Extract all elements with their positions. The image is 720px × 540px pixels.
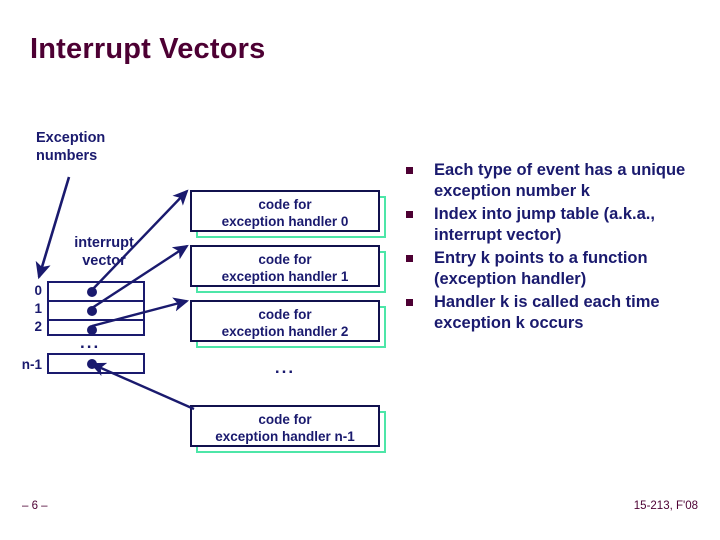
vector-index-2: 2: [34, 319, 42, 334]
handler-code-line2: exception handler n-1: [215, 429, 355, 444]
handler-code-line2: exception handler 1: [221, 269, 349, 284]
bullet-item: Each type of event has a unique exceptio…: [404, 160, 716, 202]
square-bullet-icon: [406, 255, 413, 262]
vector-index-n-minus-1: n-1: [21, 357, 42, 372]
handler-code-line2: exception handler 0: [221, 214, 349, 229]
interrupt-vector-label: interrupt vector: [74, 235, 134, 269]
handler-code-label-n-minus-1: code for exception handler n-1: [192, 411, 378, 445]
bullet-item: Handler k is called each time exception …: [404, 292, 716, 334]
interrupt-vector-table: [47, 281, 145, 336]
slide-number: – 6 –: [22, 500, 48, 512]
page-title: Interrupt Vectors: [30, 33, 266, 65]
vector-entry-dot-icon: [87, 359, 97, 369]
square-bullet-icon: [406, 299, 413, 306]
vector-table-ellipsis: ...: [80, 333, 101, 352]
bullet-item: Entry k points to a function (exception …: [404, 248, 716, 290]
handler-code-box-0: code for exception handler 0: [190, 190, 380, 232]
handler-code-box-n-minus-1: code for exception handler n-1: [190, 405, 380, 447]
vector-table-row: [49, 321, 143, 338]
handler-code-line1: code for: [258, 197, 312, 212]
vector-table-row: [49, 283, 143, 302]
vector-table-row: [49, 302, 143, 321]
handler-code-line1: code for: [258, 412, 312, 427]
handler-code-box-1: code for exception handler 1: [190, 245, 380, 287]
handler-code-label-2: code for exception handler 2: [192, 306, 378, 340]
vector-index-1: 1: [34, 301, 42, 316]
vector-entry-dot-icon: [87, 325, 97, 335]
vector-index-0: 0: [34, 283, 42, 298]
square-bullet-icon: [406, 167, 413, 174]
vector-entry-dot-icon: [87, 306, 97, 316]
handler-code-line2: exception handler 2: [221, 324, 349, 339]
bullet-list: Each type of event has a unique exceptio…: [404, 160, 716, 336]
bullet-text: Handler k is called each time exception …: [434, 293, 660, 332]
bullet-text: Each type of event has a unique exceptio…: [434, 161, 686, 200]
vector-entry-dot-icon: [87, 287, 97, 297]
handler-code-line1: code for: [258, 252, 312, 267]
handler-boxes-ellipsis: ...: [274, 358, 296, 377]
course-label: 15-213, F'08: [633, 500, 698, 512]
handler-code-label-1: code for exception handler 1: [192, 251, 378, 285]
exception-numbers-label: Exception numbers: [36, 130, 106, 164]
bullet-text: Index into jump table (a.k.a., interrupt…: [434, 205, 655, 244]
vector-table-row-last: [47, 353, 145, 374]
handler-code-line1: code for: [258, 307, 312, 322]
handler-code-box-2: code for exception handler 2: [190, 300, 380, 342]
bullet-item: Index into jump table (a.k.a., interrupt…: [404, 204, 716, 246]
handler-code-label-0: code for exception handler 0: [192, 196, 378, 230]
bullet-text: Entry k points to a function (exception …: [434, 249, 648, 288]
square-bullet-icon: [406, 211, 413, 218]
